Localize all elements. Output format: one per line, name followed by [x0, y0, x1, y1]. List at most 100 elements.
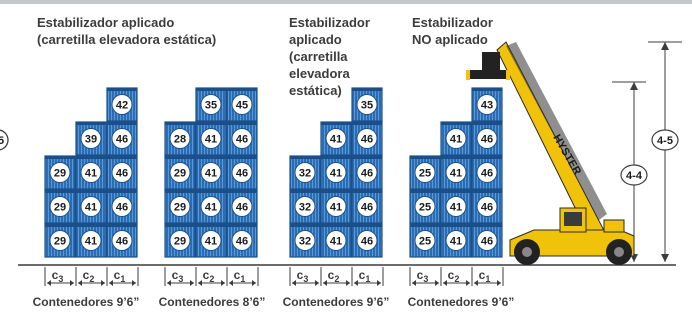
- container-value: 46: [236, 202, 248, 214]
- container-a-r3-c1: 41: [75, 189, 107, 224]
- container-value: 32: [299, 202, 311, 214]
- container-value: 41: [85, 236, 97, 248]
- container-value: 29: [54, 236, 66, 248]
- container-b-r2-c1: 41: [195, 155, 227, 190]
- container-value: 41: [85, 168, 97, 180]
- row-marker-c-1: c2: [320, 267, 350, 286]
- row-label: c3: [172, 268, 184, 284]
- dimension-label-4-4: 4-4: [626, 170, 643, 182]
- container-value: 41: [450, 168, 462, 180]
- container-value: 43: [481, 100, 493, 112]
- container-value: 46: [361, 134, 373, 146]
- row-marker-a-2: c1: [106, 267, 136, 286]
- container-d-r2-c2: 46: [471, 155, 503, 190]
- row-marker-d-2: c1: [471, 267, 501, 286]
- container-value: 29: [174, 168, 186, 180]
- container-value: 41: [450, 236, 462, 248]
- container-value: 46: [481, 134, 493, 146]
- edge-circle-badge: [0, 129, 9, 151]
- container-c-r4-c0: 32: [289, 223, 321, 258]
- section2-title-line5: estática): [289, 83, 342, 98]
- container-value: 41: [450, 134, 462, 146]
- container-a-r3-c0: 29: [44, 189, 76, 224]
- container-d-r2-c1: 41: [440, 155, 472, 190]
- container-a-r4-c1: 41: [75, 223, 107, 258]
- row-label: c1: [114, 268, 126, 284]
- footer-stack-4: Contenedores 9’6”: [408, 295, 515, 309]
- row-label: c2: [448, 268, 460, 284]
- container-c-r4-c1: 41: [320, 223, 352, 258]
- row-label: c2: [83, 268, 95, 284]
- container-b-r4-c0: 29: [164, 223, 196, 258]
- container-value: 41: [85, 202, 97, 214]
- container-value: 46: [361, 202, 373, 214]
- edge-circle-label: 5: [0, 135, 4, 147]
- container-b-r3-c2: 46: [226, 189, 258, 224]
- row-label: c3: [297, 268, 309, 284]
- section3-title-line1: Estabilizador: [412, 15, 493, 30]
- container-value: 29: [54, 168, 66, 180]
- container-b-r1-c1: 41: [195, 121, 227, 156]
- container-b-r3-c1: 41: [195, 189, 227, 224]
- container-b-r0-c2: 45: [226, 87, 258, 122]
- container-d-r3-c0: 25: [409, 189, 441, 224]
- container-a-r3-c2: 46: [106, 189, 138, 224]
- container-value: 46: [116, 168, 128, 180]
- section1-title-line2: (carretilla elevadora estática): [37, 32, 216, 47]
- container-value: 46: [236, 168, 248, 180]
- row-marker-c-0: c3: [289, 267, 319, 286]
- footer-stack-1: Contenedores 9’6”: [33, 295, 140, 309]
- container-value: 46: [116, 134, 128, 146]
- container-c-r2-c1: 41: [320, 155, 352, 190]
- row-marker-c-2: c1: [351, 267, 381, 286]
- row-label: c1: [479, 268, 491, 284]
- container-c-r0-c2: 35: [351, 87, 383, 122]
- container-value: 46: [481, 236, 493, 248]
- section2-title-line4: elevadora: [289, 66, 350, 81]
- container-a-r2-c1: 41: [75, 155, 107, 190]
- container-d-r3-c1: 41: [440, 189, 472, 224]
- container-value: 41: [330, 236, 342, 248]
- container-b-r3-c0: 29: [164, 189, 196, 224]
- container-value: 32: [299, 168, 311, 180]
- container-b-r1-c2: 46: [226, 121, 258, 156]
- row-label: c2: [203, 268, 215, 284]
- container-d-r2-c0: 25: [409, 155, 441, 190]
- container-value: 46: [116, 236, 128, 248]
- container-a-r1-c1: 39: [75, 121, 107, 156]
- footer-stack-3: Contenedores 9’6”: [283, 295, 390, 309]
- container-value: 41: [330, 168, 342, 180]
- container-d-r4-c2: 46: [471, 223, 503, 258]
- dimension-label-4-5: 4-5: [657, 135, 673, 147]
- container-a-r2-c2: 46: [106, 155, 138, 190]
- container-b-r1-c0: 28: [164, 121, 196, 156]
- section2-title-line1: Estabilizador: [289, 15, 370, 30]
- section3-title-line2: NO aplicado: [412, 32, 488, 47]
- container-b-r4-c2: 46: [226, 223, 258, 258]
- container-value: 41: [205, 202, 217, 214]
- row-marker-a-1: c2: [75, 267, 105, 286]
- container-a-r4-c2: 46: [106, 223, 138, 258]
- row-label: c3: [52, 268, 64, 284]
- container-value: 25: [419, 202, 431, 214]
- container-value: 46: [236, 236, 248, 248]
- container-value: 41: [205, 134, 217, 146]
- container-value: 39: [85, 134, 97, 146]
- container-d-r1-c2: 46: [471, 121, 503, 156]
- container-c-r2-c2: 46: [351, 155, 383, 190]
- container-b-r4-c1: 41: [195, 223, 227, 258]
- container-d-r1-c1: 41: [440, 121, 472, 156]
- container-value: 46: [116, 202, 128, 214]
- section2-title-line2: aplicado: [289, 32, 342, 47]
- container-c-r1-c1: 41: [320, 121, 352, 156]
- row-marker-d-0: c3: [409, 267, 439, 286]
- container-a-r4-c0: 29: [44, 223, 76, 258]
- container-d-r4-c1: 41: [440, 223, 472, 258]
- container-d-r0-c2: 43: [471, 87, 503, 122]
- container-c-r2-c0: 32: [289, 155, 321, 190]
- container-c-r3-c2: 46: [351, 189, 383, 224]
- row-label: c1: [359, 268, 371, 284]
- container-value: 41: [330, 202, 342, 214]
